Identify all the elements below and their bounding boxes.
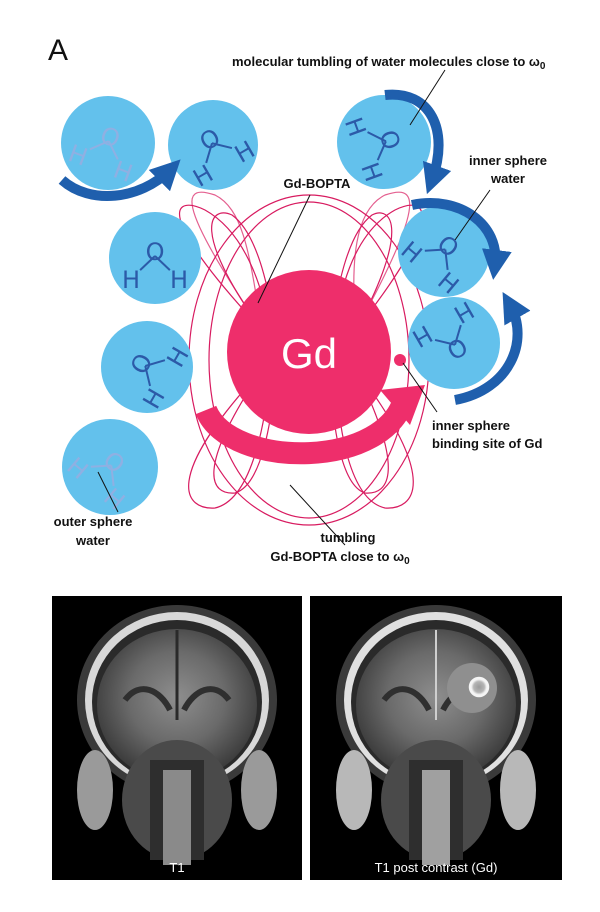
- label-outer-sphere-1: outer sphere: [54, 514, 133, 529]
- water-top-left-2: OHH: [168, 100, 260, 193]
- oh-bond: [205, 142, 213, 164]
- mri-t1-post-contrast-caption: T1 post contrast (Gd): [375, 860, 498, 875]
- mri-t1-post-contrast: T1 post contrast (Gd): [310, 596, 562, 880]
- oh-bond: [444, 249, 449, 270]
- water-low-left: OHH: [101, 321, 195, 414]
- oh-bond: [89, 140, 110, 151]
- arrow-top-left: [58, 159, 181, 201]
- arrow-top-right: [384, 89, 452, 195]
- oh-bond: [367, 131, 387, 143]
- label-outer-sphere-2: water: [75, 533, 110, 548]
- oh-bond: [376, 140, 387, 161]
- gd-tumbling-arrow: [195, 385, 425, 465]
- water-mid-right: OHH: [396, 205, 490, 300]
- label-tumbling-gd-1: tumbling: [321, 530, 376, 545]
- panel-a-letter: A: [48, 34, 68, 67]
- oh-bond: [454, 324, 462, 346]
- water-sphere: [398, 205, 490, 297]
- water-mid-left: OH H: [109, 212, 201, 304]
- oh-bond: [107, 140, 119, 160]
- gd-ion: Gd: [227, 270, 391, 434]
- panel-b: B T1: [52, 596, 562, 880]
- water-sphere: [168, 100, 258, 190]
- mri-t1-caption: T1: [169, 860, 184, 875]
- arrow-low-right: [453, 291, 531, 405]
- water-sphere: [408, 297, 500, 389]
- label-tumbling-gd-2: Gd-BOPTA close to ω0: [270, 549, 410, 567]
- oh-bond: [154, 255, 171, 271]
- oh-bond: [139, 255, 156, 271]
- label-inner-sphere-water-2: water: [490, 171, 525, 186]
- oh-bond: [211, 142, 233, 150]
- water-top-right: OHH: [337, 95, 431, 189]
- oh-bond: [144, 365, 152, 387]
- water-outer: OHH: [62, 419, 158, 516]
- water-top-left-1: OHH: [61, 96, 155, 190]
- water-sphere: [62, 419, 158, 515]
- hydrogen-atom: H: [170, 266, 188, 294]
- label-tumbling-water: molecular tumbling of water molecules cl…: [232, 54, 546, 72]
- water-sphere: [337, 95, 431, 189]
- water-sphere: [61, 96, 155, 190]
- label-gd-bopta: Gd-BOPTA: [284, 176, 352, 191]
- oh-bond: [424, 248, 446, 252]
- water-tumbling-arrows: [58, 89, 531, 405]
- hydrogen-atom: H: [122, 266, 140, 294]
- enhancing-lesion: [468, 676, 490, 698]
- water-low-right: OHH: [407, 295, 500, 389]
- water-sphere: [109, 212, 201, 304]
- oh-bond: [90, 464, 112, 468]
- label-inner-sphere-water-1: inner sphere: [469, 153, 547, 168]
- oh-bond: [434, 338, 456, 346]
- mri-t1: T1: [52, 596, 302, 880]
- label-binding-site-1: inner sphere: [432, 418, 510, 433]
- water-sphere: [101, 321, 193, 413]
- leader-lines: [97, 69, 491, 546]
- oxygen-atom: O: [146, 238, 165, 266]
- oh-bond: [144, 359, 166, 367]
- gd-label: Gd: [281, 330, 337, 377]
- mri-t1-post-contrast-head: [336, 605, 536, 865]
- mri-t1-head: [77, 605, 277, 865]
- label-binding-site-2: binding site of Gd: [432, 436, 543, 451]
- arrow-mid-right: [410, 198, 512, 280]
- oh-bond: [110, 465, 115, 486]
